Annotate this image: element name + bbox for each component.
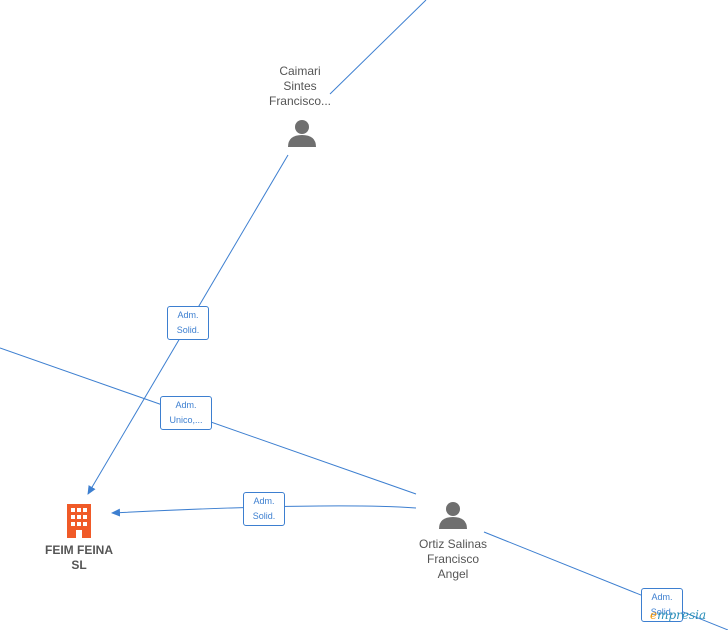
role-text: Adm.	[177, 310, 199, 320]
role-text: Adm.	[175, 400, 197, 410]
watermark-initial: e	[650, 608, 658, 622]
edge-line-ortiz-offscreen	[483, 531, 728, 630]
person-name-line: Caimari	[279, 64, 321, 78]
edge-line-offscreen-caimari	[329, 0, 427, 95]
role-text: Adm.	[253, 496, 275, 506]
edge-label-ortiz-company[interactable]: Adm. Solid.	[243, 492, 285, 526]
empresia-watermark-logo: empresia	[650, 608, 706, 622]
edge-label-offscreen-ortiz[interactable]: Adm. Unico,...	[160, 396, 212, 430]
person-name-line: Ortiz Salinas	[418, 537, 488, 551]
role-text: Adm.	[651, 592, 673, 602]
company-name-line: FEIM FEINA	[45, 543, 113, 557]
person-name-line: Sintes	[283, 79, 317, 93]
company-name-line: SL	[71, 558, 87, 572]
edge-line-ortiz-company	[111, 505, 417, 517]
person-icon[interactable]	[438, 500, 468, 530]
role-text: Unico,...	[169, 415, 203, 425]
person-icon[interactable]	[287, 118, 317, 148]
person-name-line: Francisco	[426, 552, 479, 566]
person-label-ortiz[interactable]: Ortiz Salinas Francisco Angel	[408, 537, 498, 582]
person-label-caimari[interactable]: Caimari Sintes Francisco...	[262, 64, 338, 109]
edge-label-ortiz-offscreen[interactable]: Adm. Solid.	[641, 588, 683, 622]
company-label[interactable]: FEIM FEINA SL	[37, 543, 121, 573]
person-name-line: Angel	[437, 567, 469, 581]
building-icon[interactable]	[64, 502, 94, 538]
person-name-line: Francisco...	[268, 94, 331, 108]
watermark-brand: mpresia	[657, 608, 707, 622]
role-text: Solid.	[176, 325, 200, 335]
role-text: Solid.	[252, 511, 276, 521]
edge-label-caimari-company[interactable]: Adm. Solid.	[167, 306, 209, 340]
role-text: Solid.	[650, 607, 674, 617]
